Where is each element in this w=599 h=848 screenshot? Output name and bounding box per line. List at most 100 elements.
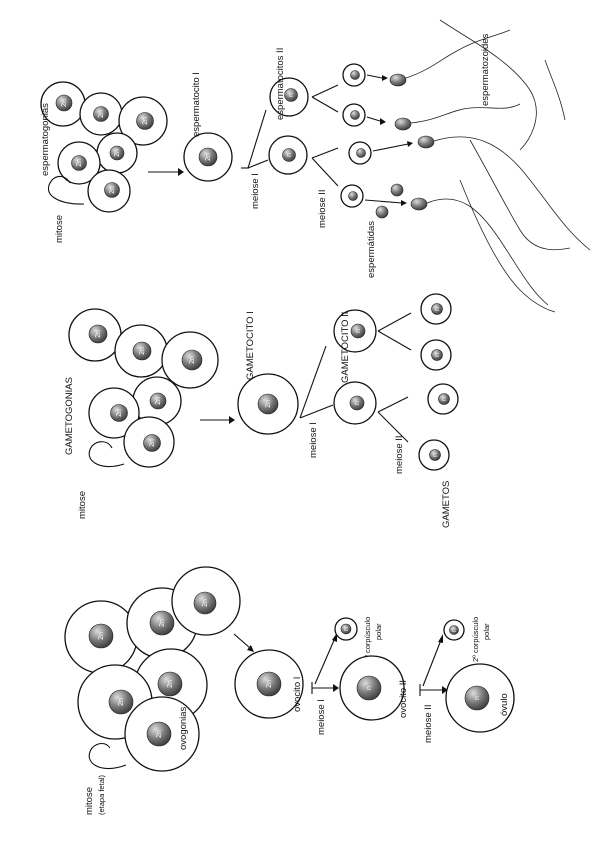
spermatocyte-2-cell: n bbox=[269, 77, 309, 117]
mitosis-arrow bbox=[47, 175, 85, 205]
svg-text:2n: 2n bbox=[156, 730, 163, 738]
spermatocyte-2-cell: n bbox=[268, 135, 308, 175]
mitosis-arrow bbox=[88, 742, 127, 770]
gametogonia-cell: 2n bbox=[123, 416, 175, 468]
spermatocyte-1-cell: 2n bbox=[183, 132, 233, 182]
spermatids-label: espermátidas bbox=[366, 221, 377, 278]
spermatogonia-cell: 2n bbox=[96, 132, 138, 174]
svg-text:2n: 2n bbox=[149, 439, 156, 447]
svg-text:n: n bbox=[434, 353, 441, 357]
svg-text:2n: 2n bbox=[118, 698, 125, 706]
oocyte-1-cell: 2n bbox=[234, 649, 304, 719]
spermatozoa-label: espermatozoides bbox=[480, 33, 491, 106]
gametocyte-1-label: GAMETOCITO I bbox=[245, 311, 256, 380]
oogonia-cell: 2n bbox=[171, 566, 241, 636]
svg-text:n: n bbox=[286, 153, 293, 157]
polar-body-2: n bbox=[443, 619, 465, 641]
spermatocytes-2-label: espermatocitos II bbox=[275, 48, 286, 120]
spermatid-cell bbox=[342, 63, 366, 87]
svg-text:2n: 2n bbox=[266, 680, 273, 688]
meiosis1-label: meiose I bbox=[250, 173, 261, 209]
svg-text:2n: 2n bbox=[139, 347, 146, 355]
spermatid-transitional bbox=[375, 183, 404, 219]
svg-text:2n: 2n bbox=[98, 632, 105, 640]
svg-text:n: n bbox=[288, 93, 295, 97]
oogenesis-panel: 2n 2n 2n 2n 2n 2n ovogonias mitose (etap… bbox=[64, 566, 515, 815]
svg-text:n: n bbox=[434, 307, 441, 311]
spermatid-cell bbox=[342, 103, 366, 127]
polar-body-2-label-2: polar bbox=[482, 623, 491, 640]
svg-text:2n: 2n bbox=[61, 99, 68, 107]
oogonia-label: ovogonias bbox=[178, 706, 189, 750]
spermatid-cell bbox=[340, 184, 364, 208]
spermatozoon bbox=[410, 197, 549, 306]
svg-text:2n: 2n bbox=[205, 153, 212, 161]
oogonia-cell: 2n bbox=[124, 696, 200, 772]
gametogonia-cell: 2n bbox=[68, 308, 122, 362]
gametogonia-label: GAMETOGONIAS bbox=[64, 377, 75, 455]
meiosis2-label: meiose II bbox=[394, 435, 405, 474]
svg-text:2n: 2n bbox=[265, 400, 272, 408]
svg-text:2n: 2n bbox=[155, 397, 162, 405]
svg-text:n: n bbox=[355, 329, 362, 333]
spermatid-cell bbox=[348, 141, 372, 165]
polar-body-1: n bbox=[334, 617, 358, 641]
oocyte-1-label: ovocito I bbox=[292, 677, 303, 712]
gametogonia-cell: 2n bbox=[161, 331, 219, 389]
svg-text:2n: 2n bbox=[114, 149, 121, 157]
gametogonia-cell: 2n bbox=[88, 387, 140, 439]
spermatogonia-label: espermatogonias bbox=[40, 103, 51, 176]
spermatogonia-cell: 2n bbox=[79, 92, 123, 136]
svg-text:2n: 2n bbox=[98, 110, 105, 118]
svg-text:n: n bbox=[451, 628, 458, 632]
svg-text:n: n bbox=[432, 453, 439, 457]
svg-text:2n: 2n bbox=[109, 186, 116, 194]
svg-text:2n: 2n bbox=[167, 680, 174, 688]
meiosis2-label: meiose II bbox=[423, 704, 434, 743]
oocyte-2-label: ovocito II bbox=[398, 680, 409, 718]
mitosis-note: (etapa fetal) bbox=[97, 774, 106, 815]
spermatozoon bbox=[389, 29, 511, 87]
spermatogonia-cell: 2n bbox=[57, 141, 101, 185]
spermatocyte-1-label: espermatocito I bbox=[191, 72, 202, 137]
gametocyte-1-cell: 2n bbox=[237, 373, 299, 435]
ovum-cell: n bbox=[445, 663, 515, 733]
gamete-cell: n bbox=[427, 383, 459, 415]
spermatogonia-cell: 2n bbox=[118, 96, 168, 146]
svg-text:n: n bbox=[441, 397, 448, 401]
meiosis1-label: meiose I bbox=[308, 422, 319, 458]
meiosis2-label: meiose II bbox=[317, 189, 328, 228]
polar-body-1-label: 1º corpúsculo bbox=[363, 617, 372, 662]
gamete-cell: n bbox=[420, 293, 452, 325]
mitosis-arrow bbox=[88, 441, 125, 468]
mitosis-label: mitose bbox=[77, 491, 88, 519]
svg-text:n: n bbox=[354, 401, 361, 405]
svg-text:2n: 2n bbox=[202, 599, 209, 607]
gametogonia-cell: 2n bbox=[114, 324, 168, 378]
spermatozoon bbox=[417, 135, 591, 251]
svg-text:n: n bbox=[366, 686, 373, 690]
spermatogenesis-panel: 2n 2n 2n 2n 2n 2n espermatogonias mitose bbox=[40, 19, 591, 313]
spermatogonia-cell: 2n bbox=[87, 169, 131, 213]
oogonia-cell: 2n bbox=[64, 600, 138, 674]
gamete-cell: n bbox=[418, 439, 450, 471]
svg-text:2n: 2n bbox=[159, 619, 166, 627]
gametocyte-2-cell: n bbox=[333, 381, 377, 425]
oocyte-2-cell: n bbox=[339, 655, 405, 721]
svg-text:n: n bbox=[474, 696, 481, 700]
svg-text:2n: 2n bbox=[116, 409, 123, 417]
meiosis1-label: meiose I bbox=[316, 699, 327, 735]
mitosis-label: mitose bbox=[54, 215, 65, 243]
gametocyte-2-cell: n bbox=[333, 309, 377, 353]
gametocyte-2-label: GAMETOCITO II bbox=[340, 312, 351, 383]
svg-text:2n: 2n bbox=[189, 356, 196, 364]
ovum-label: óvulo bbox=[499, 693, 510, 716]
svg-text:2n: 2n bbox=[95, 330, 102, 338]
spermatozoon bbox=[394, 103, 521, 131]
gametes-label: GAMETOS bbox=[441, 481, 452, 528]
svg-text:2n: 2n bbox=[142, 117, 149, 125]
gametogonia-cell: 2n bbox=[132, 376, 182, 426]
polar-body-2-label: 2º corpúsculo bbox=[471, 617, 480, 662]
generic-gametogenesis-panel: 2n 2n 2n 2n 2n 2n GAMETOGONIAS mitose bbox=[64, 293, 459, 528]
